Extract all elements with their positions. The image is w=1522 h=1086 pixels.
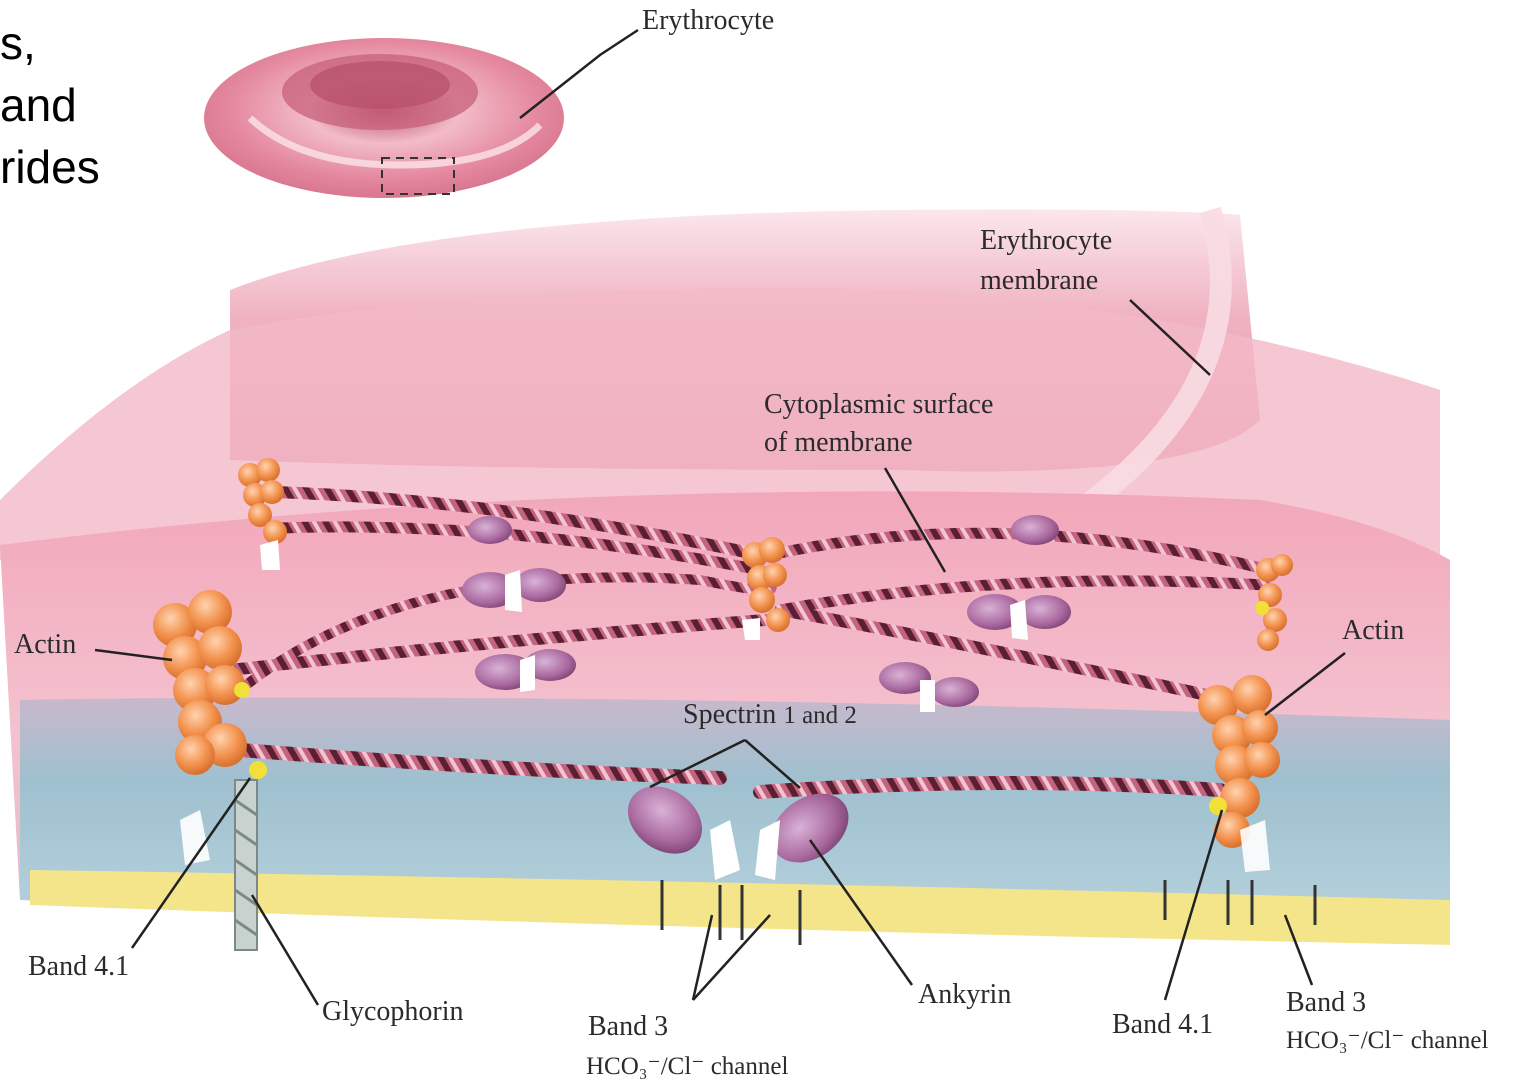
- label-erythrocyte-membrane-line1: Erythrocyte: [980, 224, 1112, 258]
- label-band41-left: Band 4.1: [28, 950, 129, 984]
- label-spectrin-sub: 1 and 2: [783, 702, 857, 729]
- label-actin-left: Actin: [14, 628, 76, 662]
- label-spectrin: Spectrin 1 and 2: [683, 698, 857, 732]
- label-spectrin-name: Spectrin: [683, 699, 776, 730]
- label-cytoplasmic-surface-line1: Cytoplasmic surface: [764, 388, 993, 422]
- label-band3-right: Band 3: [1286, 986, 1366, 1020]
- label-band3-center-channel: HCO₃⁻/Cl⁻ channel: [586, 1052, 788, 1082]
- label-erythrocyte-membrane-line2: membrane: [980, 264, 1098, 298]
- label-band3-right-channel: HCO₃⁻/Cl⁻ channel: [1286, 1026, 1488, 1056]
- label-actin-right: Actin: [1342, 614, 1404, 648]
- slide-text-line-1: s,: [0, 12, 36, 74]
- label-band3-center: Band 3: [588, 1010, 668, 1044]
- label-ankyrin: Ankyrin: [918, 978, 1011, 1012]
- slide-text-line-2: and: [0, 74, 77, 136]
- erythrocyte-cell: [204, 38, 564, 198]
- label-band41-right: Band 4.1: [1112, 1008, 1213, 1042]
- label-cytoplasmic-surface-line2: of membrane: [764, 426, 913, 460]
- label-erythrocyte: Erythrocyte: [642, 4, 774, 38]
- slide-text-line-3: rides: [0, 136, 100, 198]
- label-glycophorin: Glycophorin: [322, 995, 464, 1029]
